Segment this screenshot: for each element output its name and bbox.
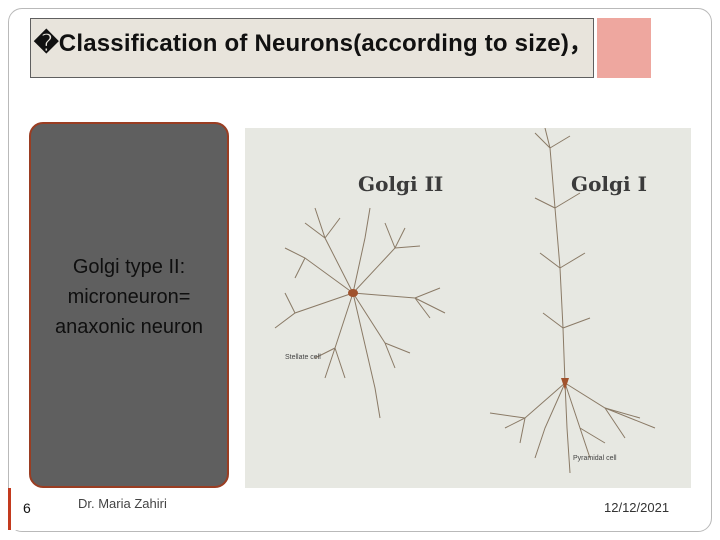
pyramidal-soma <box>561 378 569 390</box>
neuron-drawing <box>274 128 656 474</box>
page-number-tab <box>8 488 48 530</box>
title-box <box>30 18 594 78</box>
footer-author: Dr. Maria Zahiri <box>78 496 167 511</box>
neuron-illustration: Golgi II Golgi I Stellate cell Pyramidal… <box>245 128 691 488</box>
stellate-caption: Stellate cell <box>285 354 321 361</box>
side-panel-text: Golgi type II: microneuron= anaxonic neu… <box>55 256 203 338</box>
stellate-neuron <box>274 207 446 419</box>
pyramidal-neuron <box>489 128 656 474</box>
side-panel <box>29 122 229 488</box>
stellate-soma <box>348 289 358 297</box>
page-number: 6 <box>23 500 31 516</box>
title-accent-block <box>597 18 651 78</box>
slide-title: �Classification of Neurons(according to … <box>34 30 594 57</box>
pyramidal-caption: Pyramidal cell <box>573 455 617 462</box>
golgi-i-label: Golgi I <box>571 172 647 196</box>
footer-date: 12/12/2021 <box>604 500 670 515</box>
golgi-ii-label: Golgi II <box>358 172 444 196</box>
